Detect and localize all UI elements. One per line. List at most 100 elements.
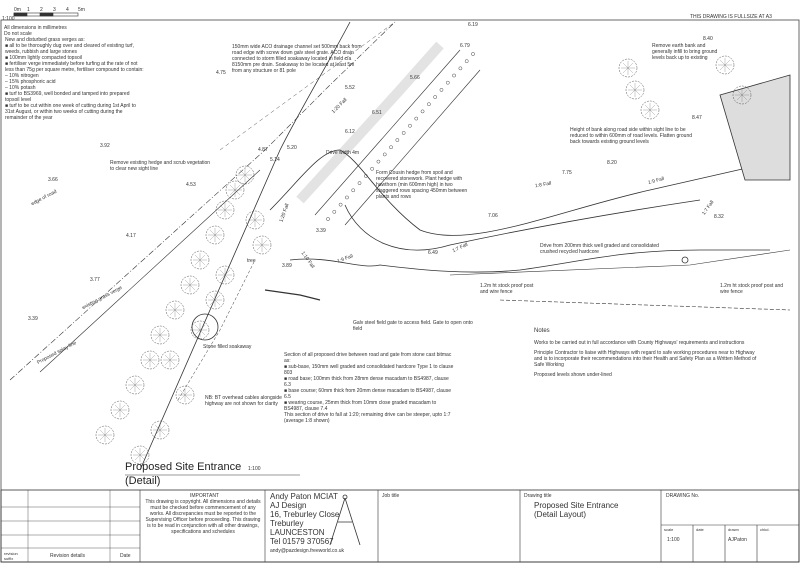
- scale-tick-4: 4: [66, 7, 69, 13]
- level-label: 3.66: [48, 177, 58, 183]
- scale-label: 1:100: [2, 16, 15, 22]
- level-label: 5.20: [287, 145, 297, 151]
- level-label: 8.47: [692, 115, 702, 121]
- hedge-plant: [363, 174, 368, 178]
- phone: Tel 01579 370567: [270, 537, 334, 546]
- address-3: LAUNCESTON: [270, 528, 325, 537]
- tree-symbol: [618, 58, 638, 78]
- scale-tick-0: 0m: [14, 7, 21, 13]
- important-title: IMPORTANT: [190, 493, 219, 499]
- company-name: Andy Paton MCIAT: [270, 492, 338, 501]
- address-2: Treburley: [270, 519, 304, 528]
- drawn-value: AJPaton: [728, 537, 747, 543]
- date-label: Date: [120, 553, 131, 559]
- building: [719, 74, 791, 181]
- edge-of-road-line: [39, 169, 261, 373]
- tree-symbol: [245, 210, 265, 230]
- tree-symbol: [150, 420, 170, 440]
- title-block-frame: [0, 489, 800, 563]
- drainage-note: 150mm wide ACO drainage channel set 500m…: [232, 44, 362, 74]
- soakaway-circle: [191, 313, 219, 341]
- hedge-plant: [414, 116, 419, 121]
- drive-formed-note: Drive from 200mm thick well graded and c…: [540, 243, 659, 255]
- section-item: ■ road base; 100mm thick from 28mm dense…: [284, 376, 449, 388]
- section-boundary-left: [177, 259, 256, 401]
- note-line: ■ fertiliser verge immediately before tu…: [5, 61, 144, 73]
- drawing-title: Proposed Site Entrance: [125, 461, 242, 473]
- hedge-plant: [471, 52, 475, 56]
- verge-notes: New and disturbed grass verges as: ■ all…: [5, 37, 145, 121]
- address-1: 16, Treburley Close: [270, 510, 340, 519]
- hedge-plant: [332, 209, 337, 214]
- gate-note: Galv steel field gate to access field. G…: [353, 320, 473, 332]
- scale-col-label: scale: [664, 527, 674, 532]
- job-title-label: Job title: [382, 493, 400, 499]
- level-label: 8.40: [703, 36, 713, 42]
- level-label: 6.12: [345, 129, 355, 135]
- overhead-cables-note: NB: BT overhead cables alongside highway…: [205, 395, 282, 407]
- drawing-title-sub: (Detail): [125, 475, 161, 487]
- level-label: 3.92: [100, 143, 110, 149]
- tree-symbol: [625, 80, 645, 100]
- hedge-plant: [439, 88, 444, 92]
- hedge-plant: [452, 73, 456, 78]
- level-label: 4.53: [186, 182, 196, 188]
- tree-symbol: [130, 445, 150, 465]
- fence-right-2: [499, 299, 791, 311]
- level-label: 3.39: [316, 228, 326, 234]
- important-text: This drawing is copyright. All dimension…: [145, 499, 261, 535]
- level-label: 7.75: [562, 170, 572, 176]
- fence-right: [449, 249, 791, 276]
- drawing-title-value-2: (Detail Layout): [534, 510, 587, 519]
- level-label: 6.49: [428, 250, 438, 256]
- general-notes: Notes Works to be carried out in full ac…: [534, 328, 759, 378]
- hedge-band-2: [344, 69, 481, 226]
- tree-symbol: [252, 235, 272, 255]
- hedge-plant: [408, 123, 412, 128]
- tree-symbol: [235, 165, 255, 185]
- scale-tick-5: 5m: [78, 7, 85, 13]
- hedge-plant: [376, 159, 381, 164]
- note-item: Principle Contractor to liaise with High…: [534, 350, 757, 368]
- tree-symbol: [215, 265, 235, 285]
- tree-symbol: [715, 55, 735, 75]
- email: andy@pazdesign.freeworld.co.uk: [270, 548, 345, 554]
- tree-symbol: [225, 180, 245, 200]
- fence-note-1: 1.2m ht stock proof post and wire fence: [480, 283, 534, 295]
- level-label: 6.51: [372, 110, 382, 116]
- drawing-title-label: Drawing title: [524, 493, 552, 499]
- hedge-plant: [326, 217, 330, 221]
- hedge-plant: [445, 80, 450, 85]
- level-label: 8.20: [607, 160, 617, 166]
- drawing-title-scale: 1:100: [248, 466, 261, 472]
- revision-suffix-label: revision suffix: [4, 551, 18, 561]
- note-line: ■ all to be thoroughly dug over and clea…: [5, 43, 134, 55]
- dims-note: All dimensions in millimetres: [4, 25, 67, 31]
- bank-height-note: Height of bank along road side within si…: [570, 127, 693, 145]
- hedge-plant: [338, 202, 343, 207]
- drawing-title-value: Proposed Site Entrance: [534, 501, 619, 510]
- tree-symbol: [205, 225, 225, 245]
- tree-symbol: [140, 350, 160, 370]
- tree-symbol: [640, 100, 660, 120]
- level-label: 5.52: [345, 85, 355, 91]
- scale-tick-2: 2: [40, 7, 43, 13]
- section-title: Section of all proposed drive between ro…: [284, 352, 452, 364]
- level-label: 7.06: [488, 213, 498, 219]
- hedge-plant: [351, 188, 356, 193]
- level-label: 5.14: [270, 157, 280, 163]
- section-item: ■ base course; 60mm thick from 20mm dens…: [284, 388, 451, 400]
- note-item: Proposed levels shown under-lined: [534, 372, 612, 378]
- drive-edge-north: [269, 149, 761, 236]
- note-line: – 10% potash: [5, 85, 36, 91]
- scale-tick-1: 1: [27, 7, 30, 13]
- tree-symbol: [205, 290, 225, 310]
- hedge-plant: [427, 102, 431, 107]
- sight-line: [9, 21, 396, 381]
- note-line: – 15% phosphoric acid: [5, 79, 56, 85]
- level-label: 6.19: [468, 22, 478, 28]
- hedge-band-1: [314, 49, 461, 216]
- hedge-plant: [464, 59, 469, 64]
- farm-cousin-note: Form Cousin hedge from spoil and recover…: [376, 170, 468, 200]
